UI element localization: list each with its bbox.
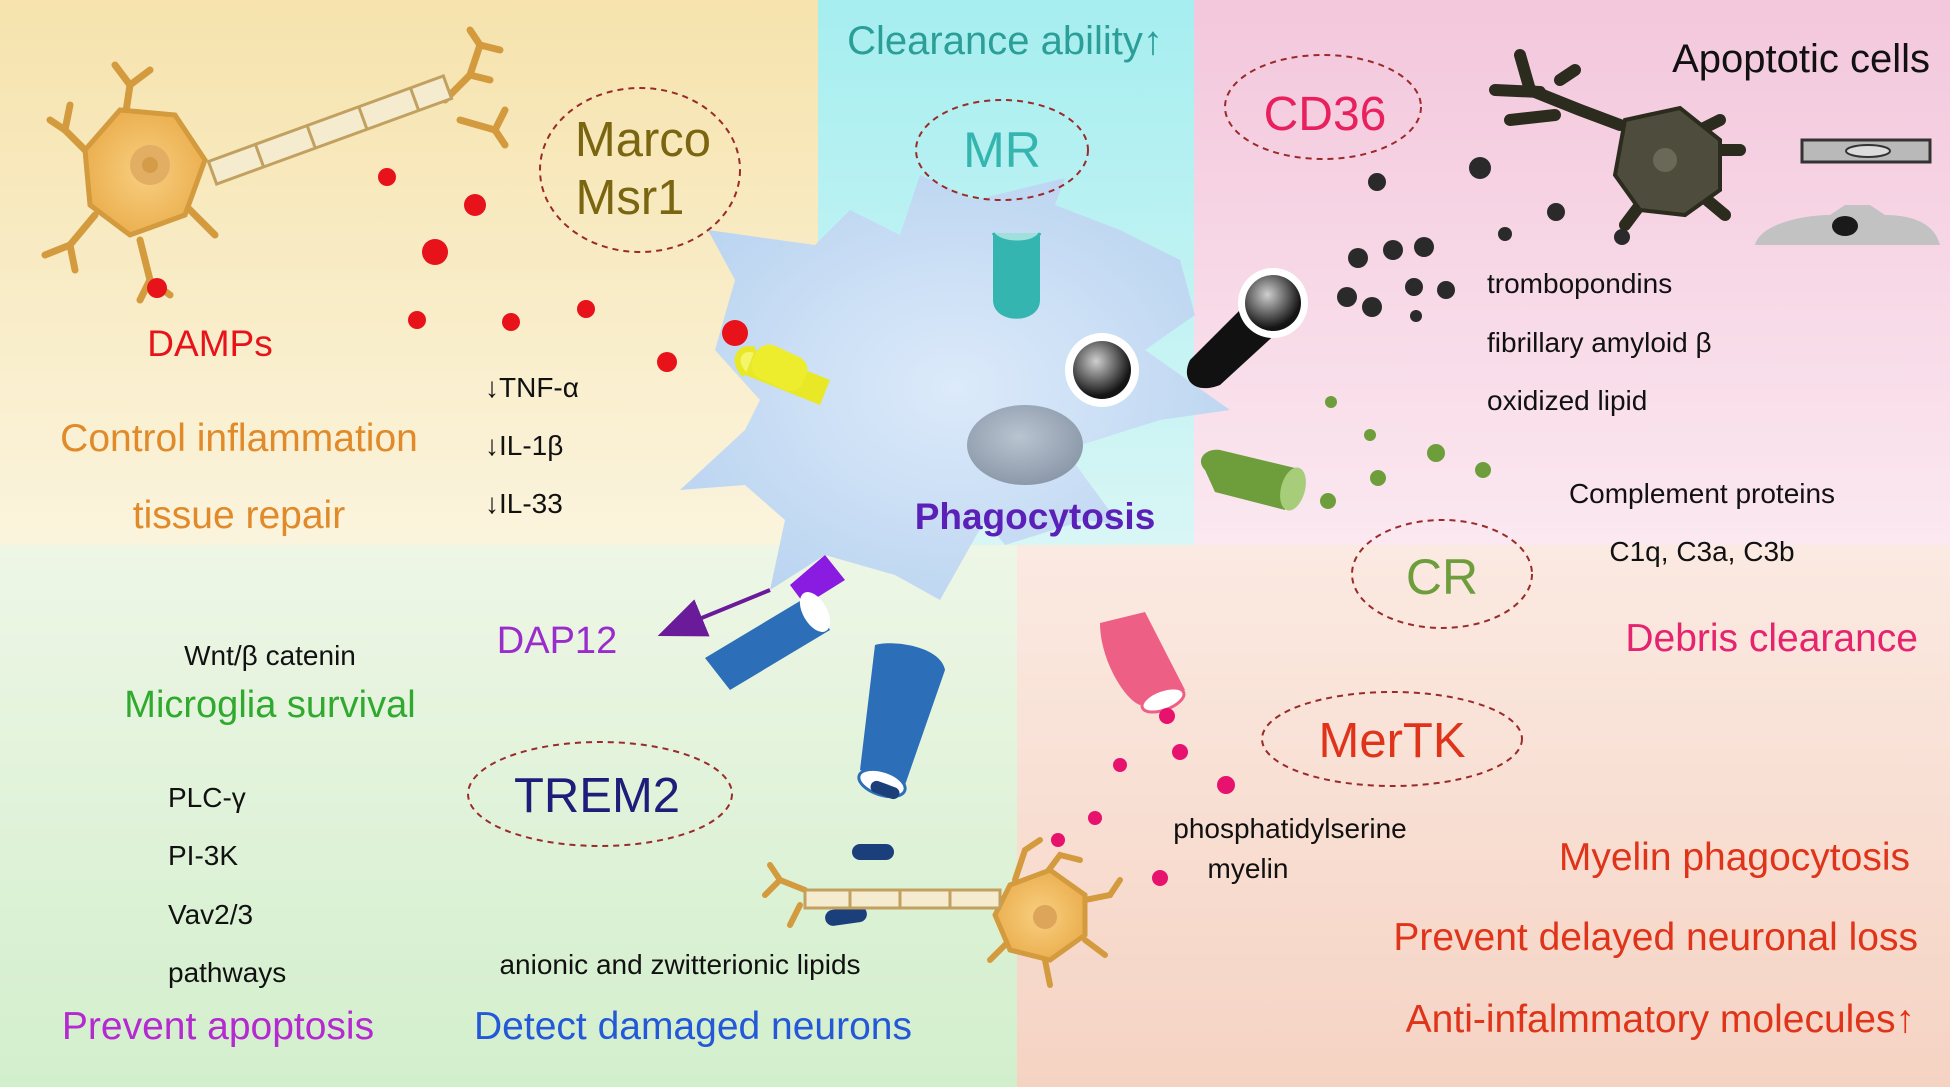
complement-list-label: C1q, C3a, C3b: [1609, 536, 1794, 567]
panel-top-right: [1194, 0, 1950, 545]
debris-clearance-label: Debris clearance: [1625, 617, 1918, 660]
neuron-bottom-icon: [762, 837, 1123, 988]
marco-msr1-label: Marco Msr1: [539, 87, 741, 253]
apoptotic-neuron-icon: [1489, 49, 1746, 231]
dap12-arrow: [657, 588, 771, 637]
debris-dots: [1337, 157, 1630, 322]
marco-receptor-icon: [734, 344, 830, 405]
svg-text:TREM2: TREM2: [514, 769, 680, 823]
mr-label: MR: [915, 99, 1089, 201]
apoptotic-cell-icons: [1755, 138, 1940, 245]
svg-text:Marco: Marco: [575, 113, 711, 167]
damp-bound-dot: [722, 320, 748, 346]
apoptotic-cells-label: Apoptotic cells: [1672, 37, 1930, 81]
svg-text:MR: MR: [963, 122, 1041, 178]
complement-proteins-label: Complement proteins: [1569, 478, 1835, 509]
cr-label: CR: [1351, 519, 1533, 629]
myelin-phagocytosis-label: Myelin phagocytosis: [1559, 836, 1910, 879]
cytokine-il1b: ↓IL-1β: [485, 430, 563, 461]
ligand-phosphatidylserine: phosphatidylserine: [1173, 813, 1407, 844]
detect-damaged-neurons-label: Detect damaged neurons: [474, 1005, 912, 1048]
pathways-word: pathways: [168, 957, 286, 988]
svg-text:CR: CR: [1406, 549, 1478, 605]
anti-inflammatory-label: Anti-infalmmatory molecules↑: [1406, 998, 1915, 1041]
cytokine-tnf: ↓TNF-α: [485, 372, 579, 403]
mertk-ligand-dots: [1051, 708, 1235, 886]
pathway-vav: Vav2/3: [168, 899, 253, 930]
complement-dots: [1320, 396, 1491, 509]
control-inflammation-label: Control inflammation: [60, 417, 418, 460]
trem2-receptor-icon: [705, 592, 945, 800]
svg-text:Msr1: Msr1: [576, 171, 685, 225]
cd36-label: CD36: [1224, 54, 1422, 160]
cytokine-il33: ↓IL-33: [485, 488, 563, 519]
dap12-receptor-icon: [790, 555, 845, 605]
svg-text:MerTK: MerTK: [1319, 714, 1466, 768]
panel-bottom-right: [1017, 545, 1950, 1087]
mertk-label: MerTK: [1261, 691, 1523, 787]
ligand-trombopondins: trombopondins: [1487, 268, 1672, 299]
damps-label: DAMPs: [147, 323, 272, 364]
panel-top-left: [0, 0, 818, 545]
microglia-nucleus: [967, 405, 1083, 485]
microglia-survival-label: Microglia survival: [124, 684, 415, 726]
prevent-apoptosis-label: Prevent apoptosis: [62, 1005, 374, 1048]
mr-receptor-icon: [991, 231, 1042, 319]
ligand-amyloid: fibrillary amyloid β: [1487, 327, 1712, 358]
neuron-top-left-icon: [41, 26, 509, 304]
lipid-fragments: [825, 844, 894, 926]
wnt-catenin-label: Wnt/β catenin: [184, 640, 356, 671]
trem2-label: TREM2: [467, 741, 733, 847]
ligand-myelin: myelin: [1208, 853, 1289, 884]
cr-receptor-icon: [1200, 449, 1306, 511]
phagocytosis-label: Phagocytosis: [915, 496, 1156, 537]
pathway-plc: PLC-γ: [168, 782, 246, 813]
microglia-cell-body: [680, 175, 1230, 600]
tissue-repair-label: tissue repair: [133, 494, 345, 537]
panel-bottom-left: [0, 545, 1017, 1087]
dap12-label: DAP12: [497, 620, 617, 662]
anionic-lipids-label: anionic and zwitterionic lipids: [499, 949, 860, 980]
cd36-receptor-icon: [1065, 268, 1308, 407]
pathway-pi3k: PI-3K: [168, 840, 238, 871]
svg-text:CD36: CD36: [1264, 88, 1387, 141]
clearance-ability-label: Clearance ability↑: [847, 19, 1163, 63]
ligand-oxidized-lipid: oxidized lipid: [1487, 385, 1647, 416]
prevent-neuronal-loss-label: Prevent delayed neuronal loss: [1393, 916, 1918, 959]
mertk-receptor-icon: [1100, 612, 1186, 714]
